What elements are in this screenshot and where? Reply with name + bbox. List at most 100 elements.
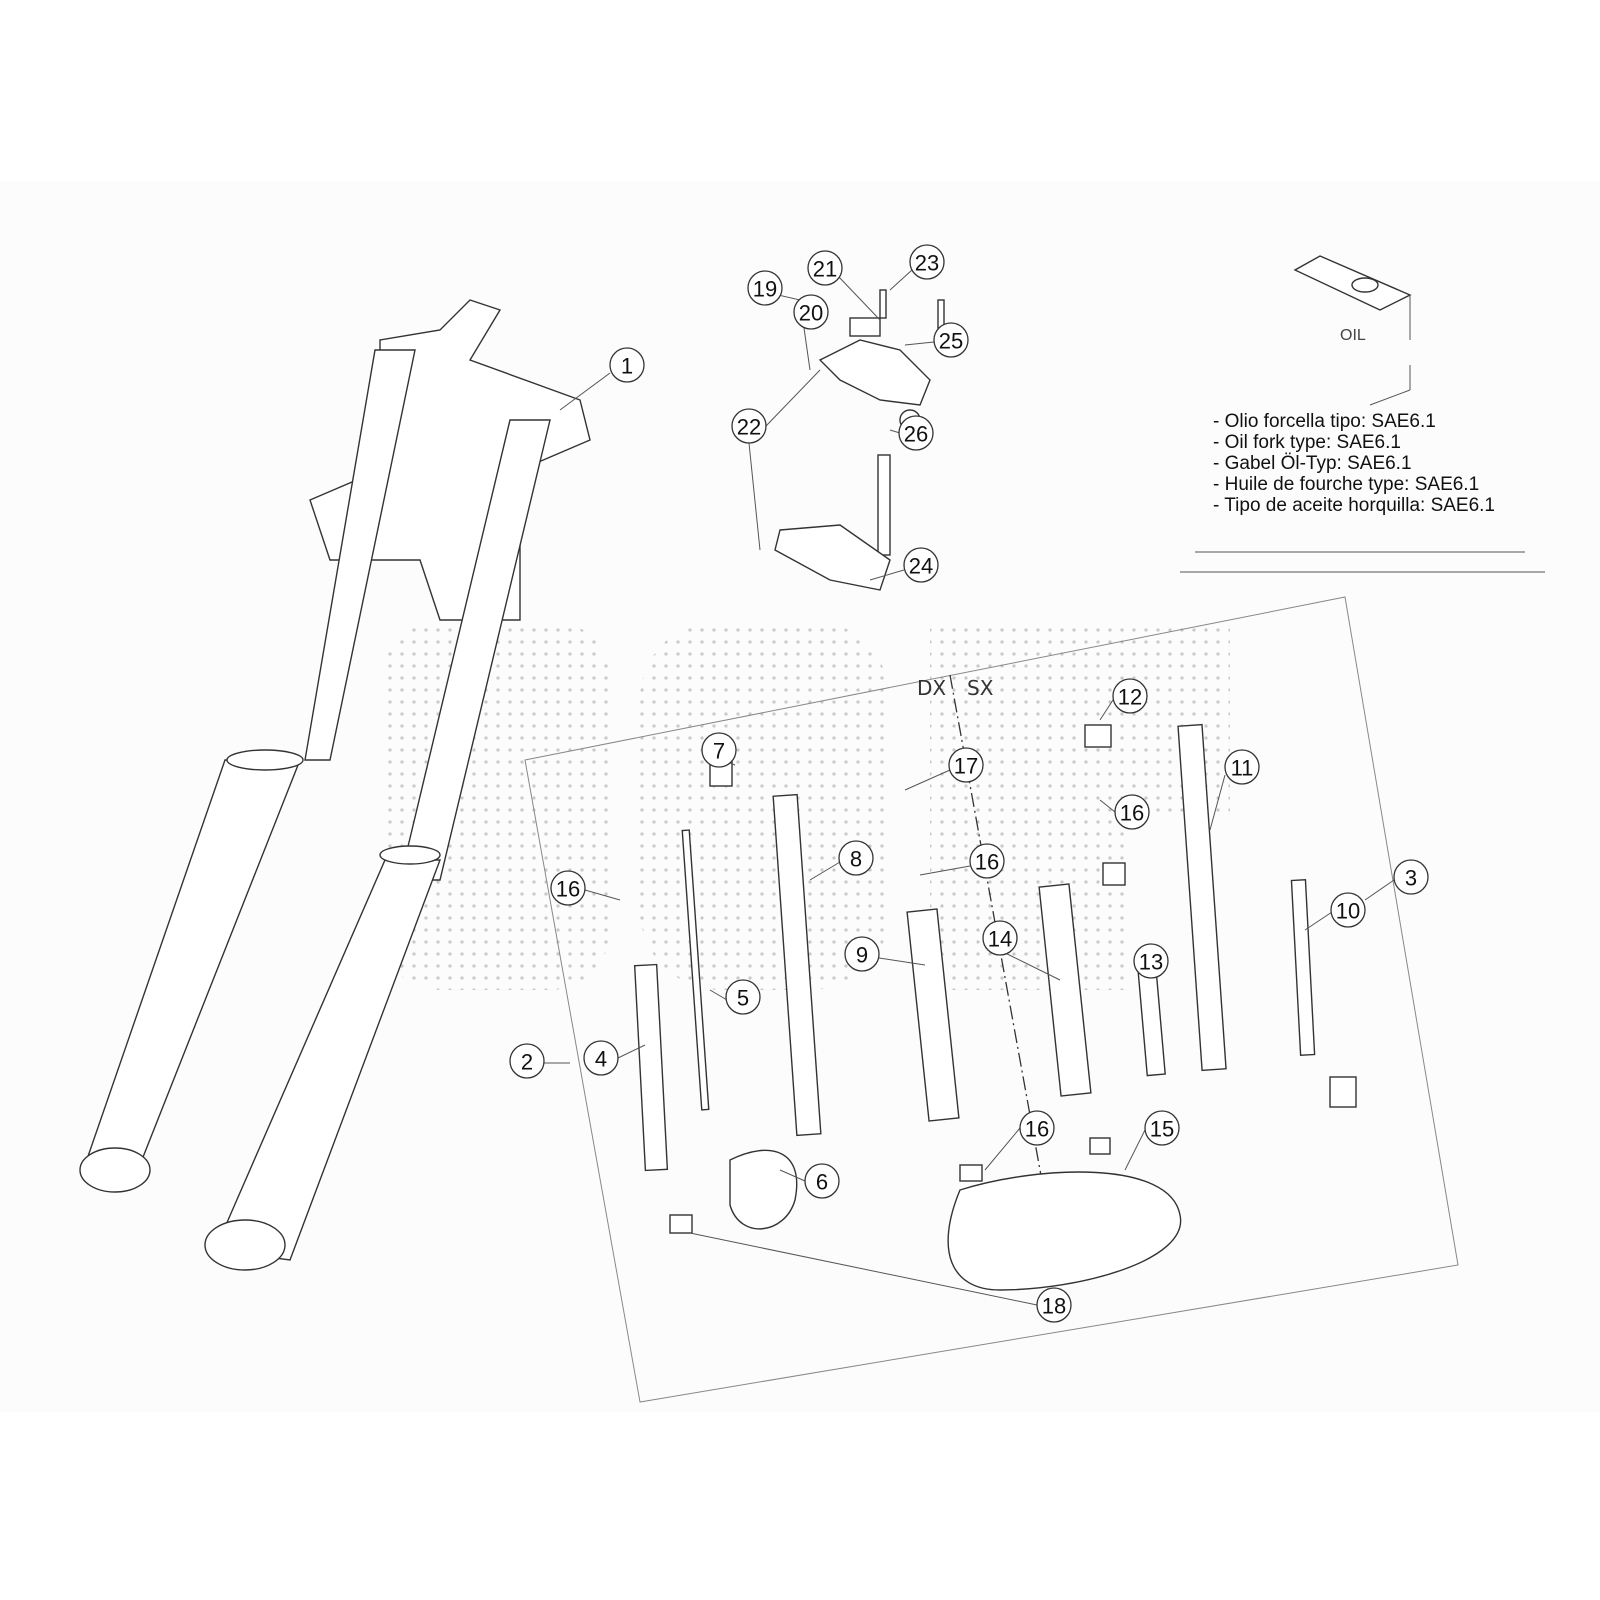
callout-number: 2	[521, 1050, 533, 1075]
callout-number: 17	[954, 754, 978, 779]
callout-circle	[898, 415, 934, 451]
callout-circle	[1224, 749, 1260, 785]
label-sx: SX	[967, 676, 994, 700]
callout-circle	[701, 732, 737, 768]
callout-3: 3	[1393, 859, 1429, 895]
callout-circle	[1330, 892, 1366, 928]
callout-number: 23	[915, 251, 939, 276]
steering-head-parts	[774, 289, 945, 591]
exploded-view-frame	[524, 596, 1459, 1403]
callout-circle	[969, 843, 1005, 879]
callout-8: 8	[838, 840, 874, 876]
callout-number: 9	[856, 943, 868, 968]
callout-number: 10	[1336, 899, 1360, 924]
callout-21: 21	[807, 250, 843, 286]
callout-number: 3	[1405, 866, 1417, 891]
callout-circle	[807, 250, 843, 286]
callout-circle	[509, 1043, 545, 1079]
callout-19: 19	[747, 270, 783, 306]
oil-note-en: - Oil fork type: SAE6.1	[1213, 432, 1401, 453]
callout-circle	[1019, 1110, 1055, 1146]
callout-number: 26	[904, 422, 928, 447]
callout-number: 11	[1231, 756, 1254, 781]
callout-circle	[1112, 678, 1148, 714]
callout-number: 20	[799, 301, 823, 326]
callout-circle	[725, 979, 761, 1015]
callout-26: 26	[898, 415, 934, 451]
callout-circle	[948, 747, 984, 783]
callout-number: 18	[1042, 1294, 1066, 1319]
callout-number: 22	[737, 415, 761, 440]
callout-number: 14	[988, 927, 1012, 952]
callout-circle	[793, 294, 829, 330]
callout-number: 6	[816, 1170, 828, 1195]
callout-16: 16	[969, 843, 1005, 879]
callout-2: 2	[509, 1043, 545, 1079]
callout-circle	[1144, 1110, 1180, 1146]
callout-number: 1	[621, 354, 633, 379]
callout-circle	[804, 1163, 840, 1199]
callout-7: 7	[701, 732, 737, 768]
callout-14: 14	[982, 920, 1018, 956]
callout-9: 9	[844, 936, 880, 972]
oil-note-de: - Gabel Öl-Typ: SAE6.1	[1213, 453, 1412, 474]
callout-number: 25	[939, 329, 963, 354]
callout-15: 15	[1144, 1110, 1180, 1146]
callout-circle	[1114, 794, 1150, 830]
callout-4: 4	[583, 1040, 619, 1076]
callout-25: 25	[933, 322, 969, 358]
assembled-fork-drawing	[79, 299, 591, 1271]
callout-number: 24	[909, 554, 933, 579]
callout-1: 1	[609, 347, 645, 383]
leader-lines	[544, 269, 1395, 1306]
callout-circle	[583, 1040, 619, 1076]
callout-20: 20	[793, 294, 829, 330]
callout-number: 19	[753, 277, 777, 302]
callout-number: 8	[850, 847, 862, 872]
callout-6: 6	[804, 1163, 840, 1199]
callout-circle	[933, 322, 969, 358]
label-dx: DX	[917, 676, 946, 700]
callout-circle	[1036, 1287, 1072, 1323]
callout-circle	[550, 870, 586, 906]
oil-note-it: - Olio forcella tipo: SAE6.1	[1213, 411, 1436, 432]
watermark	[380, 620, 1230, 990]
callout-number: 15	[1150, 1117, 1174, 1142]
oil-note-es: - Tipo de aceite horquilla: SAE6.1	[1213, 495, 1496, 516]
callout-23: 23	[909, 244, 945, 280]
oil-can-label: OIL	[1340, 327, 1366, 344]
callout-16: 16	[550, 870, 586, 906]
callout-number: 12	[1118, 685, 1142, 710]
callout-16: 16	[1114, 794, 1150, 830]
oil-can-icon: OIL	[1293, 255, 1412, 406]
callout-number: 4	[595, 1047, 607, 1072]
callout-circle	[609, 347, 645, 383]
callout-circle	[747, 270, 783, 306]
oil-type-notes: - Olio forcella tipo: SAE6.1 - Oil fork …	[1213, 411, 1495, 516]
callout-22: 22	[731, 408, 767, 444]
callout-circle	[838, 840, 874, 876]
exploded-parts	[633, 723, 1357, 1291]
callout-number: 16	[1120, 801, 1144, 826]
callout-number: 16	[556, 877, 580, 902]
callout-17: 17	[948, 747, 984, 783]
callout-circle	[982, 920, 1018, 956]
callout-number: 5	[737, 986, 749, 1011]
callout-24: 24	[903, 547, 939, 583]
callout-number: 16	[1025, 1117, 1049, 1142]
callout-number: 7	[713, 739, 725, 764]
callout-13: 13	[1133, 943, 1169, 979]
callout-circle	[731, 408, 767, 444]
callout-circle	[903, 547, 939, 583]
callout-5: 5	[725, 979, 761, 1015]
callout-circle	[1393, 859, 1429, 895]
callout-18: 18	[1036, 1287, 1072, 1323]
callout-number: 21	[813, 257, 837, 282]
callout-number: 13	[1139, 950, 1163, 975]
callout-16: 16	[1019, 1110, 1055, 1146]
oil-note-fr: - Huile de fourche type: SAE6.1	[1213, 474, 1480, 495]
callout-circle	[1133, 943, 1169, 979]
callout-10: 10	[1330, 892, 1366, 928]
callout-12: 12	[1112, 678, 1148, 714]
